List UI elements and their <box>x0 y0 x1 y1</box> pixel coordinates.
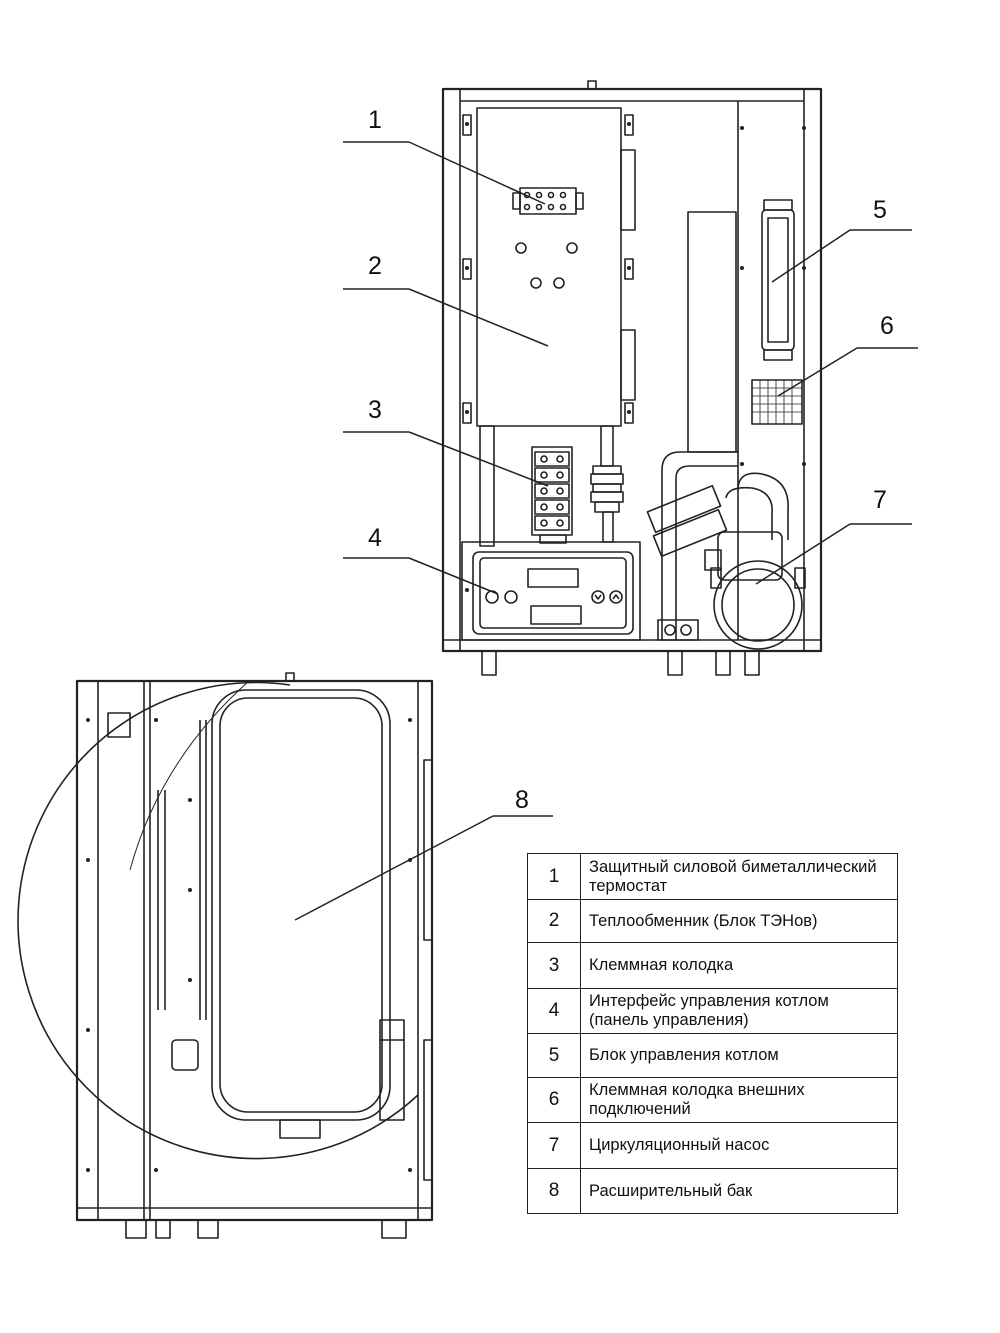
callout-1: 1 <box>368 106 382 134</box>
callout-5: 5 <box>873 196 887 224</box>
external-terminal-block <box>751 379 803 425</box>
front-casing <box>441 87 823 653</box>
legend-table: 1 Защитный силовой биметаллический термо… <box>527 853 898 1214</box>
control-unit <box>761 209 795 351</box>
boiler-front-view <box>441 80 823 676</box>
thermostat <box>519 187 577 215</box>
callout-2: 2 <box>368 252 382 280</box>
legend-text: Интерфейс управления котлом (панель упра… <box>580 988 898 1034</box>
legend-row: 6 Клеммная колодка внешних подключений <box>527 1077 898 1123</box>
control-panel <box>472 551 634 635</box>
legend-text: Расширительный бак <box>580 1168 898 1214</box>
terminal-block <box>531 446 573 536</box>
callout-3: 3 <box>368 396 382 424</box>
boiler-side-view <box>17 672 434 1239</box>
side-casing <box>75 679 434 1222</box>
legend-number: 8 <box>527 1168 581 1214</box>
legend-row: 3 Клеммная колодка <box>527 942 898 989</box>
legend-row: 2 Теплообменник (Блок ТЭНов) <box>527 899 898 943</box>
circulation-pump <box>713 560 803 650</box>
legend-number: 6 <box>527 1077 581 1123</box>
legend-text: Циркуляционный насос <box>580 1122 898 1169</box>
control-button-2 <box>504 590 518 604</box>
down-arrow-icon <box>591 590 605 604</box>
legend-row: 1 Защитный силовой биметаллический термо… <box>527 853 898 900</box>
legend-row: 8 Расширительный бак <box>527 1168 898 1214</box>
legend-text: Теплообменник (Блок ТЭНов) <box>580 899 898 943</box>
legend-number: 7 <box>527 1122 581 1169</box>
callout-lines <box>294 141 918 921</box>
display-bottom <box>530 605 582 625</box>
legend-row: 4 Интерфейс управления котлом (панель уп… <box>527 988 898 1034</box>
legend-row: 5 Блок управления котлом <box>527 1033 898 1078</box>
callout-4: 4 <box>368 524 382 552</box>
legend-row: 7 Циркуляционный насос <box>527 1122 898 1169</box>
display-top <box>527 568 579 588</box>
legend-number: 4 <box>527 988 581 1034</box>
legend-text: Клеммная колодка внешних подключений <box>580 1077 898 1123</box>
callout-7: 7 <box>873 486 887 514</box>
heat-exchanger <box>476 107 622 427</box>
legend-number: 1 <box>527 853 581 900</box>
callout-8: 8 <box>515 786 529 814</box>
legend-number: 3 <box>527 942 581 989</box>
legend-text: Клеммная колодка <box>580 942 898 989</box>
callout-6: 6 <box>880 312 894 340</box>
legend-number: 2 <box>527 899 581 943</box>
legend-text: Блок управления котлом <box>580 1033 898 1078</box>
up-arrow-icon <box>609 590 623 604</box>
expansion-tank <box>211 689 391 1121</box>
legend-number: 5 <box>527 1033 581 1078</box>
legend-text: Защитный силовой биметаллический термост… <box>580 853 898 900</box>
